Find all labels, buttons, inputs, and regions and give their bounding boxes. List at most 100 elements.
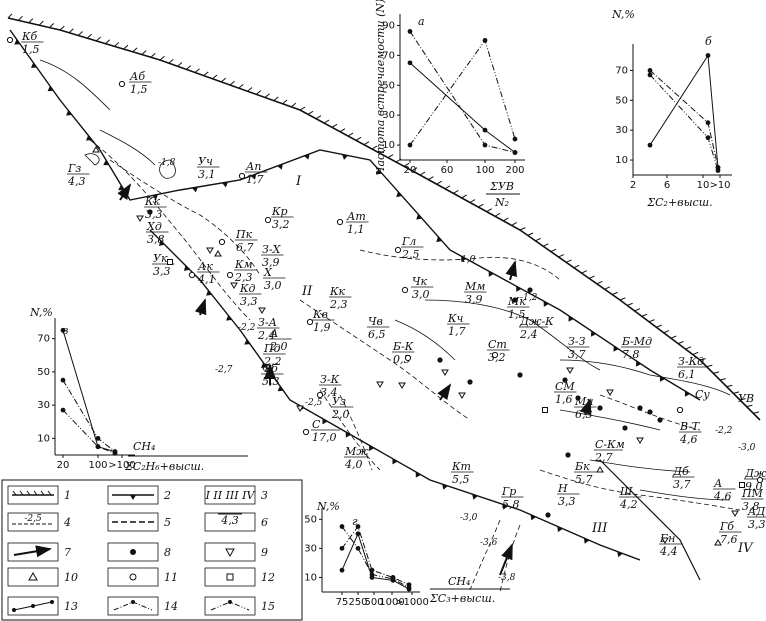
field-value: 6,1 xyxy=(678,368,696,381)
hatch-tick xyxy=(220,77,227,83)
thrust-tooth xyxy=(303,153,310,160)
data-point xyxy=(390,576,396,582)
data-point xyxy=(407,60,413,66)
thrust-tooth xyxy=(103,159,110,166)
x-axis-label: ΣC₂+высш. xyxy=(646,196,712,209)
thrust-tooth xyxy=(47,85,54,92)
field-value: 9,0 xyxy=(745,480,763,493)
legend-item-2: 2 xyxy=(107,485,171,505)
field-name: Кт xyxy=(451,460,471,473)
thrust-tooth xyxy=(322,418,328,425)
zone-i-label: I xyxy=(295,174,302,189)
isoline-label: -2,2 xyxy=(238,323,256,333)
hatch-tick xyxy=(168,59,174,64)
thrust-tooth xyxy=(222,182,228,188)
flow-arrows xyxy=(117,183,592,576)
square-symbol xyxy=(542,407,548,413)
data-point xyxy=(647,72,653,78)
hatch-tick xyxy=(461,194,467,199)
field-value: 6,5 xyxy=(368,328,386,341)
field-value: 3,9 xyxy=(465,293,483,306)
panel-label: в xyxy=(62,324,68,337)
data-point xyxy=(512,150,518,155)
y-tick-label: 50 xyxy=(382,80,395,91)
field-name: Кб xyxy=(21,30,38,43)
x-tick-label: >100 xyxy=(108,460,135,471)
hatch-tick xyxy=(589,275,595,279)
field-name: Дж xyxy=(744,467,766,480)
thrust-tooth xyxy=(192,187,198,193)
data-point xyxy=(339,545,345,551)
hatch-tick xyxy=(511,222,517,226)
hatch-tick xyxy=(68,28,74,34)
field-name: Мж xyxy=(344,445,369,458)
hatch-tick xyxy=(494,212,501,217)
legend-item-15: 15 xyxy=(204,596,275,616)
isolines xyxy=(89,139,741,593)
dot-symbol xyxy=(512,297,518,303)
thrust-tooth xyxy=(226,315,232,321)
legend-item-1: 1 xyxy=(7,485,71,505)
panel-label: а xyxy=(418,15,425,28)
field-value: 2,7 xyxy=(594,451,613,464)
field-name: Ак xyxy=(197,260,213,273)
zone-ii-label: II xyxy=(301,284,313,299)
dot-symbol xyxy=(545,512,551,518)
field-value: 4,2 xyxy=(619,498,638,511)
field-value: 3,3 xyxy=(153,265,171,278)
hatch-tick xyxy=(123,44,129,50)
circle-symbol xyxy=(404,354,412,362)
data-point xyxy=(95,435,101,441)
hatch-tick xyxy=(699,358,706,361)
dot-symbol xyxy=(527,287,533,293)
x-tick-label: >10 xyxy=(709,180,730,191)
field-name: Ш xyxy=(619,485,633,498)
legend-item-11: 11 xyxy=(107,567,178,587)
y-tick-label: 10 xyxy=(304,572,317,583)
thrust-tooth xyxy=(396,191,402,198)
field-value: 3,7 xyxy=(673,478,691,491)
y-tick-label: 30 xyxy=(304,543,317,554)
field-value: 3,0 xyxy=(412,288,430,301)
x-tick-label: 200 xyxy=(505,165,524,176)
dot-symbol xyxy=(622,425,628,431)
hatch-tick xyxy=(247,87,253,92)
field-name: Хд xyxy=(146,220,162,233)
data-point xyxy=(705,53,711,58)
field-name: Б-К xyxy=(392,340,414,353)
x-label-num: ΣУВ xyxy=(489,180,514,193)
hatch-tick xyxy=(542,243,549,247)
thrust-tooth xyxy=(617,551,623,558)
x-label-den: ΣC₃+высш. xyxy=(429,592,495,605)
field-name: С-Км xyxy=(595,438,625,451)
legend-number: 5 xyxy=(164,516,171,529)
field-name: В-Т xyxy=(679,420,701,433)
field-name: Гб xyxy=(719,520,734,533)
field-value: 17,0 xyxy=(312,431,337,444)
hatch-tick xyxy=(105,39,111,45)
y-tick-label: 50 xyxy=(615,95,628,106)
circle-symbol xyxy=(118,80,126,88)
data-point xyxy=(339,524,345,529)
hatch-tick xyxy=(347,132,354,137)
hatch-tick xyxy=(486,208,492,213)
legend-item-8: 8 xyxy=(107,542,171,562)
field-value: 6,3 xyxy=(575,408,593,421)
hatch-tick xyxy=(290,102,297,108)
y-tick-label: 30 xyxy=(382,110,395,121)
field-name: Н xyxy=(557,482,568,495)
data-point xyxy=(339,567,345,573)
field-value: 1,5 xyxy=(508,308,526,321)
y-tick-label: 30 xyxy=(615,125,628,136)
legend-number: 14 xyxy=(164,600,178,613)
field-value: 2,3 xyxy=(234,271,253,284)
isoline-label: -3,8 xyxy=(498,573,516,583)
hatch-tick xyxy=(411,167,418,172)
legend-item-13: 13 xyxy=(7,596,78,616)
field-value: 1,5 xyxy=(130,83,148,96)
legend-item-7: 7 xyxy=(7,542,71,562)
thrust-tooth xyxy=(488,271,494,277)
hatch-tick xyxy=(387,154,394,159)
legend-number: 6 xyxy=(261,516,268,529)
thrust-triangles xyxy=(14,39,691,558)
